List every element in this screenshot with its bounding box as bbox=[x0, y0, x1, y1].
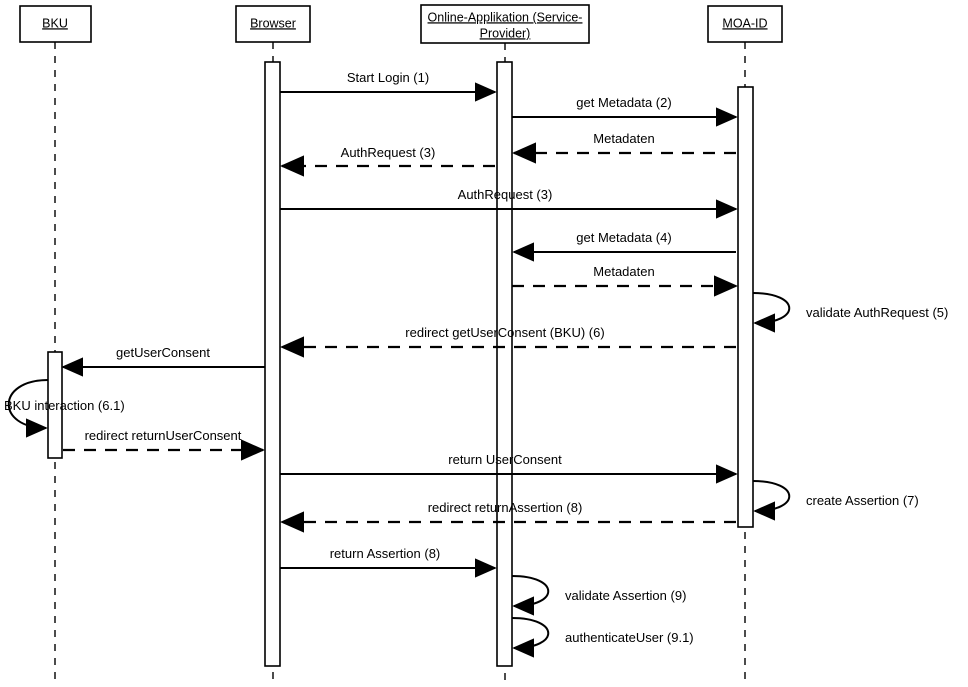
activation-bar-moaid bbox=[737, 86, 754, 528]
self-message-label: authenticateUser (9.1) bbox=[565, 630, 694, 645]
message-label: return UserConsent bbox=[448, 452, 562, 467]
self-message-label: validate AuthRequest (5) bbox=[806, 305, 948, 320]
self-message-label: validate Assertion (9) bbox=[565, 588, 686, 603]
message-label: getUserConsent bbox=[116, 345, 210, 360]
self-message-label: create Assertion (7) bbox=[806, 493, 919, 508]
self-message-loop-oa-9 bbox=[511, 575, 550, 616]
self-messages-layer: validate AuthRequest (5) create Assertion… bbox=[4, 292, 948, 658]
message-label: redirect returnUserConsent bbox=[85, 428, 242, 443]
message-label: Metadaten bbox=[593, 264, 654, 279]
self-message-loop-bku-6.1 bbox=[7, 379, 49, 438]
message-label: AuthRequest (3) bbox=[341, 145, 436, 160]
lifeline-header-label-bku: BKU bbox=[42, 16, 68, 30]
lifeline-header-oa[interactable] bbox=[420, 4, 590, 44]
message-label: return Assertion (8) bbox=[330, 546, 441, 561]
lifeline-header-browser[interactable] bbox=[235, 5, 311, 43]
message-label: Start Login (1) bbox=[347, 70, 429, 85]
activation-bar-oa bbox=[496, 61, 513, 667]
message-label: redirect returnAssertion (8) bbox=[428, 500, 583, 515]
lifeline-header-bku[interactable] bbox=[19, 5, 92, 43]
messages-layer: Start Login (1) get Metadata (2) Metadaten… bbox=[61, 70, 739, 578]
lifeline-header-label-moaid: MOA-ID bbox=[722, 16, 767, 30]
lifeline-header-moaid[interactable] bbox=[707, 5, 783, 43]
self-message-label: BKU interaction (6.1) bbox=[4, 398, 125, 413]
activation-bars-layer bbox=[47, 61, 754, 667]
message-label: redirect getUserConsent (BKU) (6) bbox=[405, 325, 604, 340]
lifeline-headers-layer: BKU Browser Online-Applikation (Service- Pr… bbox=[19, 4, 783, 44]
activation-bar-bku bbox=[47, 351, 63, 459]
message-label: Metadaten bbox=[593, 131, 654, 146]
lifeline-header-label-browser: Browser bbox=[250, 16, 296, 30]
self-message-loop-moaid-5 bbox=[752, 292, 791, 333]
lifeline-header-label-oa: Online-Applikation (Service- bbox=[428, 10, 583, 24]
message-label: get Metadata (4) bbox=[576, 230, 671, 245]
message-label: AuthRequest (3) bbox=[458, 187, 553, 202]
message-label: get Metadata (2) bbox=[576, 95, 671, 110]
self-message-loop-moaid-7 bbox=[752, 480, 791, 521]
lifeline-header-label2-oa: Provider) bbox=[480, 26, 531, 40]
activation-bar-browser bbox=[264, 61, 281, 667]
self-message-loop-oa-9.1 bbox=[511, 617, 550, 658]
